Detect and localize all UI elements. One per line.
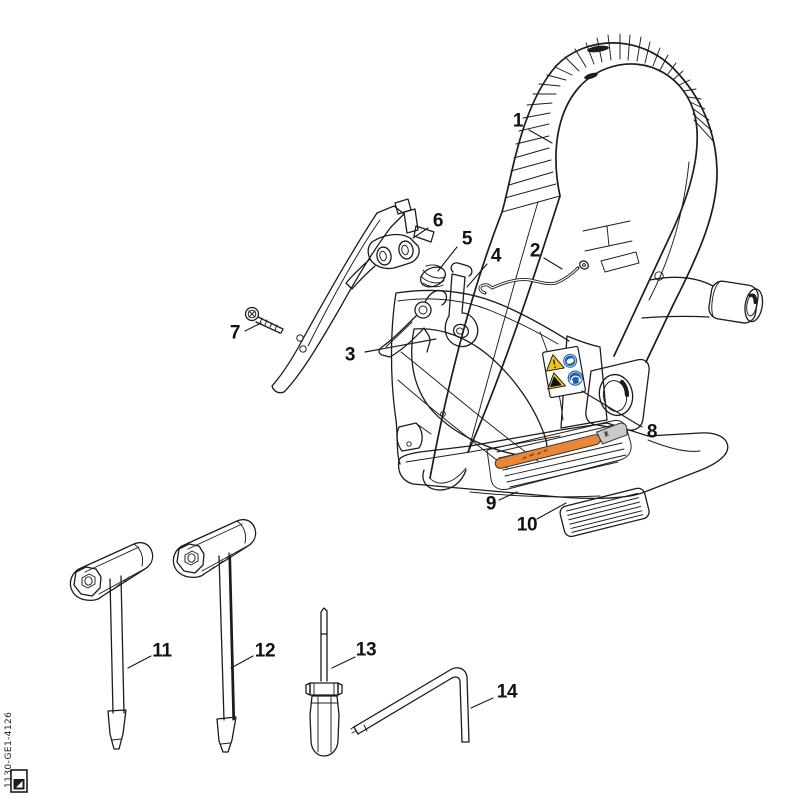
part-12-combination-wrench <box>172 518 257 753</box>
grip-hatching <box>501 33 715 213</box>
tool-cap <box>595 422 628 445</box>
part-4-lever <box>444 262 479 348</box>
part-2-throttle-rod <box>478 260 589 295</box>
part-callout-7: 7 <box>229 322 241 344</box>
part-callout-4: 4 <box>490 245 502 267</box>
wear-protection-mandatory-icon <box>567 370 583 386</box>
part-3-trigger <box>378 289 448 358</box>
part-8-safety-label <box>541 345 587 399</box>
part-5-spring <box>419 264 447 288</box>
part-callout-1: 1 <box>512 110 524 132</box>
part-callout-11: 11 <box>152 640 172 662</box>
part-9-tool <box>494 422 628 469</box>
part-callout-6: 6 <box>432 210 444 232</box>
part-11-combination-wrench <box>69 541 154 750</box>
part-callout-14: 14 <box>496 681 518 703</box>
part-callout-9: 9 <box>485 493 497 515</box>
corner-mark-icon <box>10 769 28 793</box>
part-callout-12: 12 <box>254 640 276 662</box>
part-callout-3: 3 <box>344 344 356 366</box>
handle-molding <box>271 198 412 394</box>
part-1-handlebar <box>422 33 718 491</box>
drawing-number: 1130-GE1-4126 <box>4 711 14 788</box>
part-7-screw <box>244 306 284 334</box>
part-14-torx-key <box>350 667 470 743</box>
part-callout-8: 8 <box>646 421 658 443</box>
callout-leader-lines <box>127 129 643 709</box>
part-6-interlock-lever <box>345 208 435 290</box>
part-callout-5: 5 <box>461 228 473 250</box>
part-callout-13: 13 <box>355 639 377 661</box>
part-13-screwdriver <box>305 607 343 757</box>
warning-triangle-icon <box>546 354 565 372</box>
part-10-plate <box>559 487 650 538</box>
read-manual-mandatory-icon <box>563 353 578 368</box>
part-callout-2: 2 <box>529 240 541 262</box>
part-callout-10: 10 <box>516 514 538 536</box>
